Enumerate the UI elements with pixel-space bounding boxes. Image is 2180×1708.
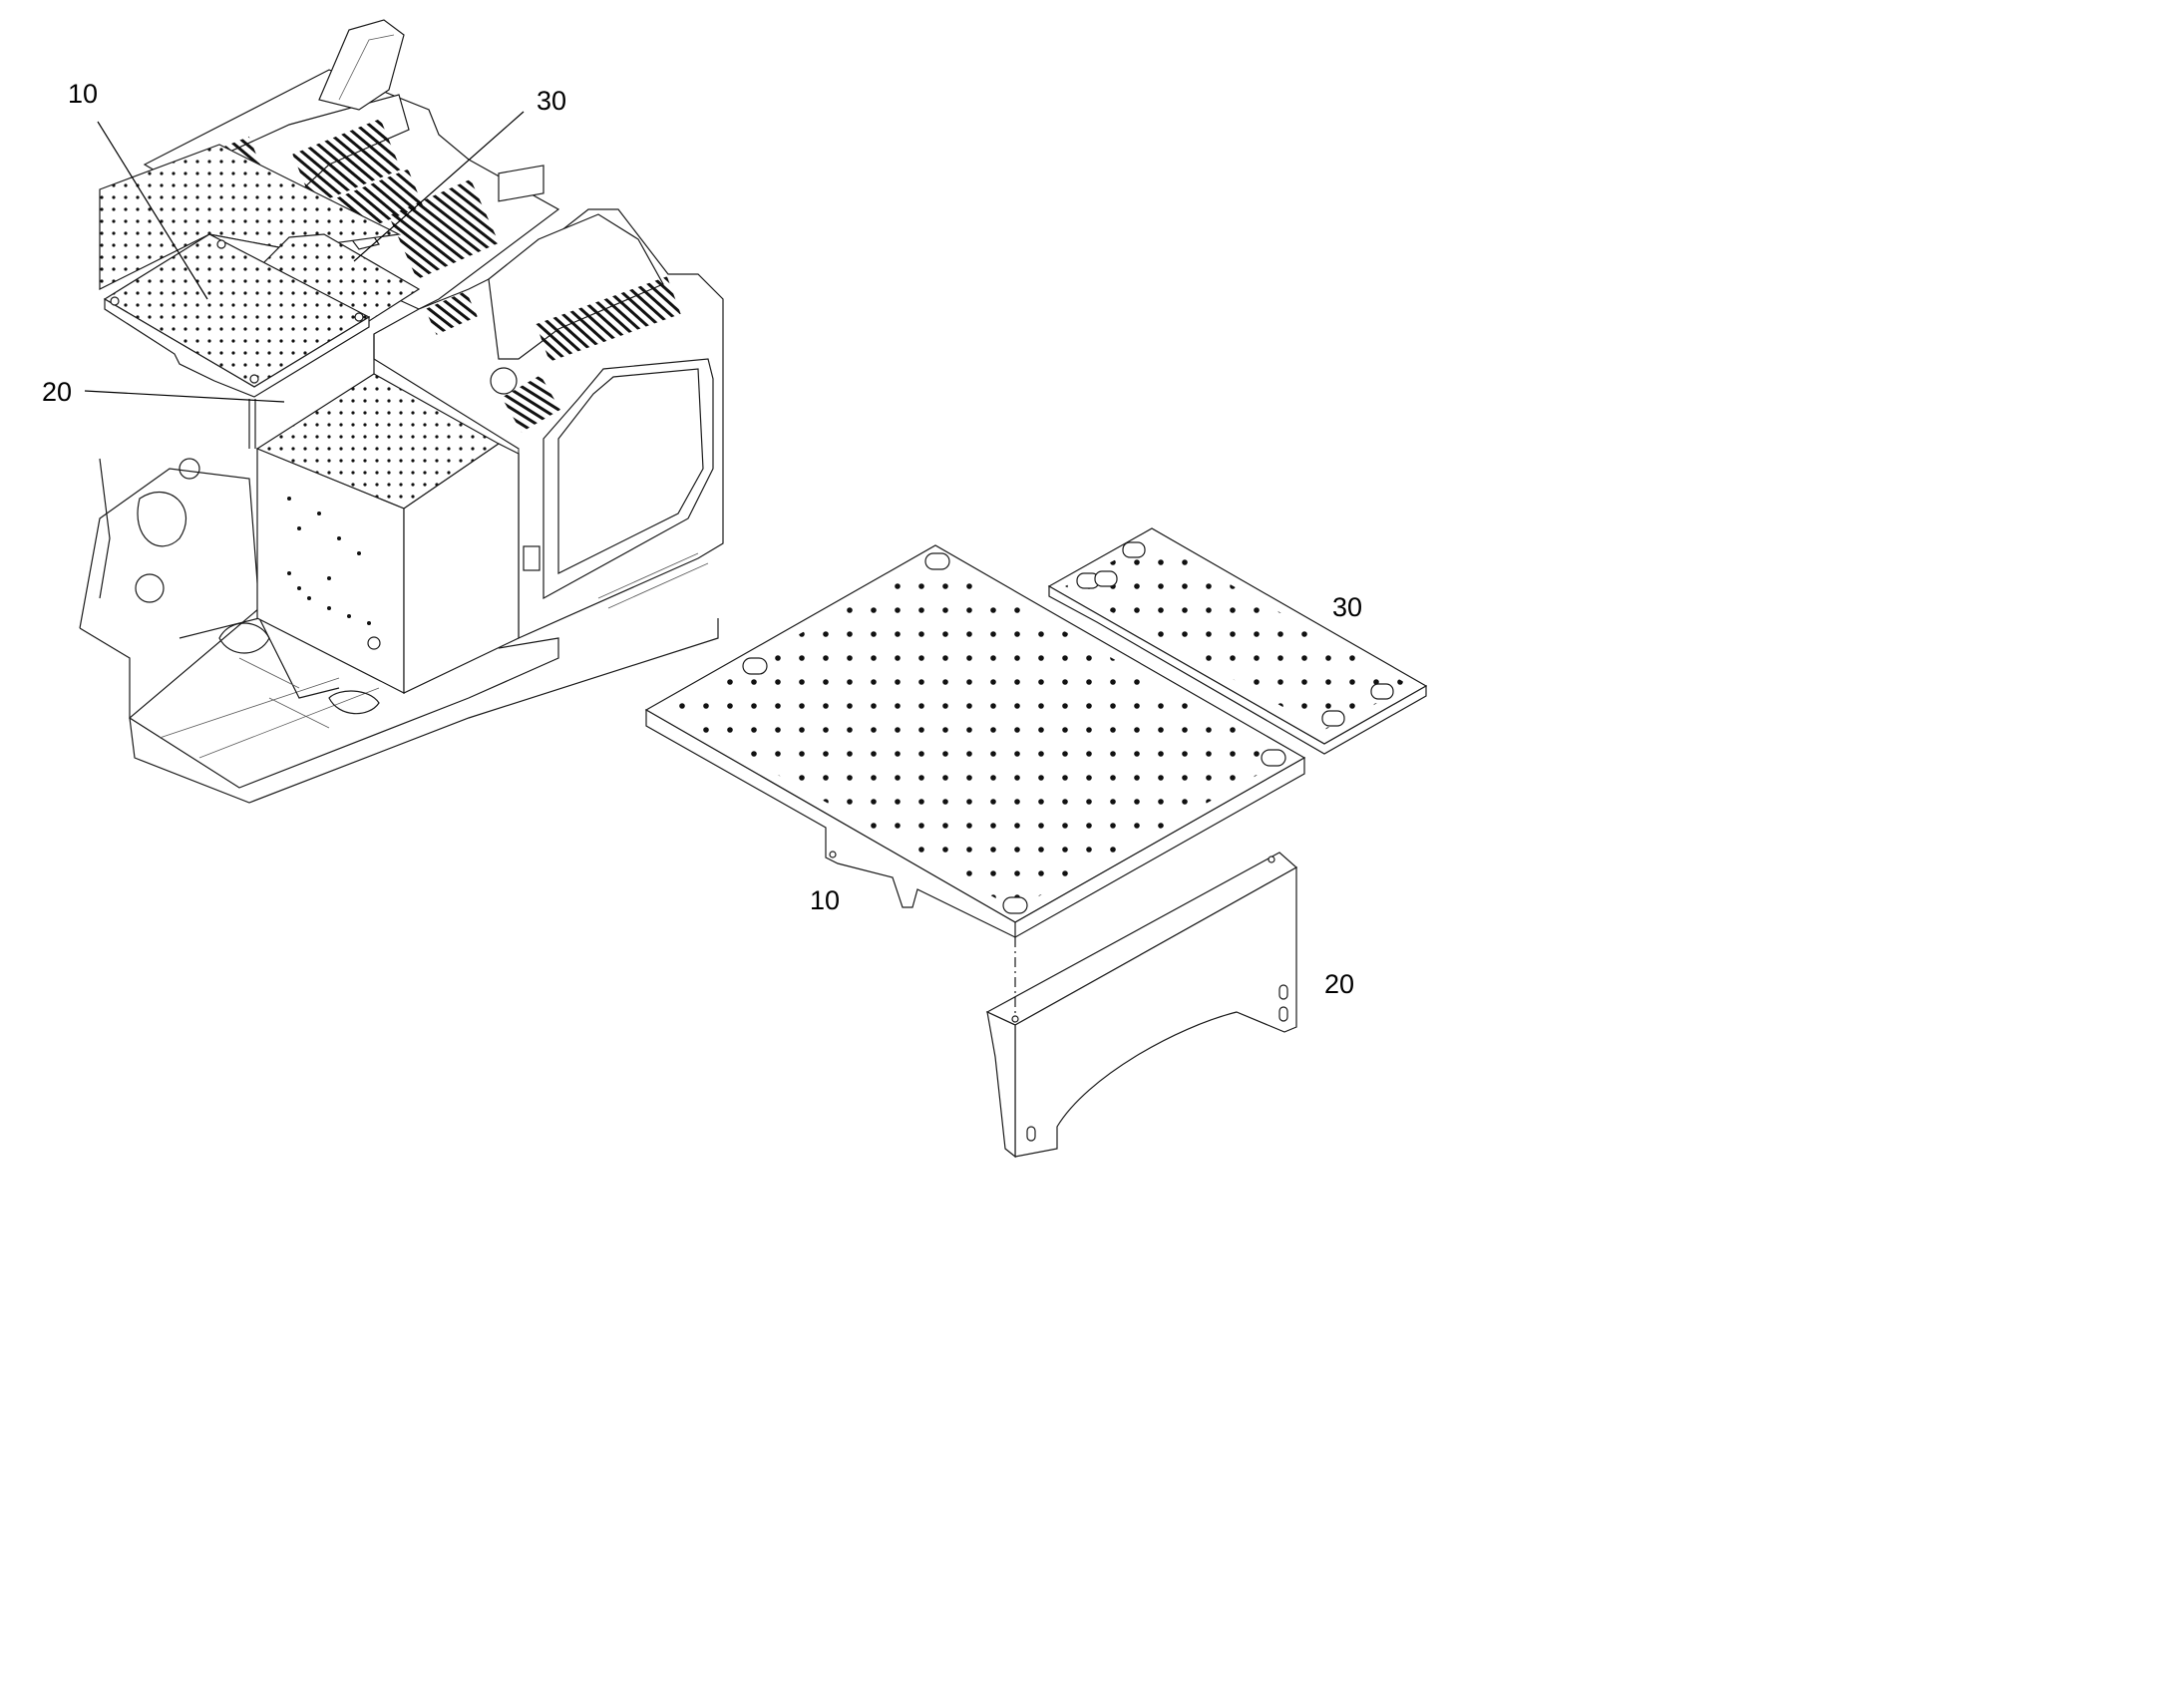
slot-hole: [1370, 683, 1394, 700]
slot-hole: [924, 552, 950, 570]
callout-exploded-30: 30: [1332, 592, 1362, 622]
callout-assembly-30: 30: [537, 86, 566, 116]
callout-exploded-20: 20: [1324, 969, 1354, 999]
slot-hole: [742, 657, 768, 675]
callout-assembly-20: 20: [42, 377, 72, 407]
slot-hole: [1002, 896, 1028, 914]
slot-hole: [1094, 570, 1118, 587]
machine-assembly-view: 10 30 20: [42, 19, 724, 804]
callout-exploded-10: 10: [810, 885, 840, 915]
battery-box: [248, 334, 520, 694]
slot-hole: [1261, 749, 1286, 767]
part-10-large-plate: [644, 544, 1306, 938]
callout-assembly-10: 10: [68, 79, 98, 109]
leader-assembly-10: [97, 121, 208, 300]
cab-body: [373, 165, 724, 639]
part-20-bracket: [985, 852, 1298, 1159]
assembled-plate-30: [208, 233, 421, 322]
parts-diagram: 10 30 20: [42, 19, 1428, 1159]
leader-assembly-30: [353, 111, 525, 262]
exploded-view: 30 10 20: [644, 527, 1428, 1159]
lower-frame: [79, 458, 719, 804]
part-30-narrow-plate: [1047, 527, 1428, 755]
leader-assembly-20: [84, 390, 285, 403]
slot-hole: [1321, 710, 1345, 727]
assembled-plate-10: [103, 233, 371, 398]
deck-plate-rear: [99, 144, 402, 290]
slot-hole: [1122, 541, 1146, 558]
